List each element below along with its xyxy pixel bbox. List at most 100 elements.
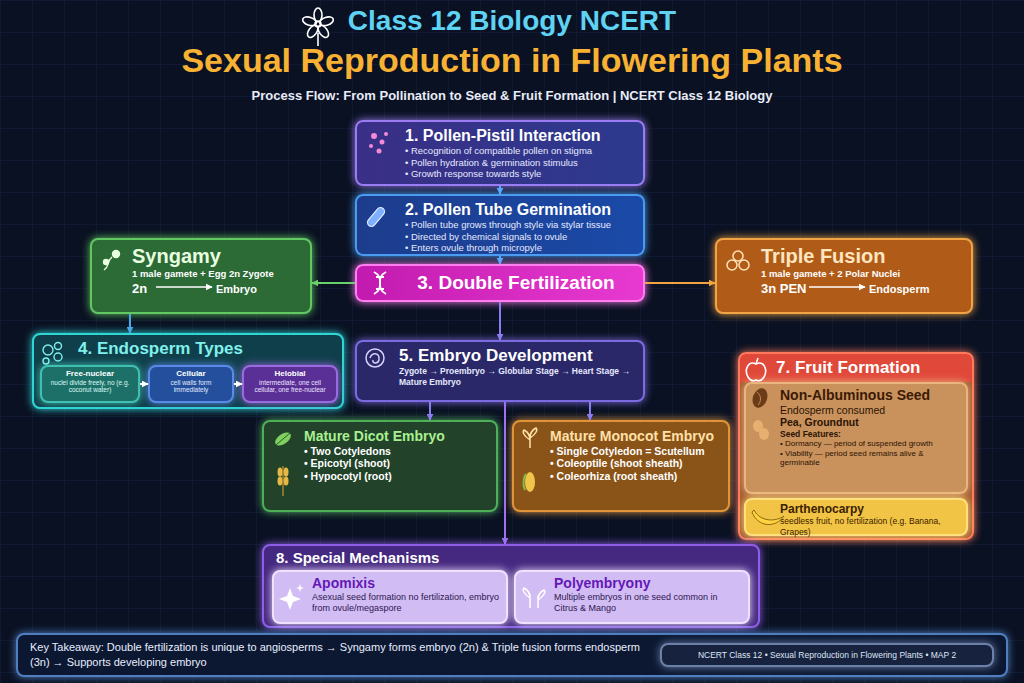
subtitle: Process Flow: From Pollination to Seed &… — [0, 88, 1024, 104]
box-text: Seed Features: — [780, 429, 960, 439]
box-text: • Recognition of compatible pollen on st… — [405, 145, 635, 156]
box-text: Pea, Groundnut — [780, 416, 960, 429]
box-text: 1 male gamete + Egg 2n Zygote — [132, 268, 304, 279]
decor-shape — [374, 272, 386, 294]
decor-shape — [273, 430, 293, 449]
box-heading: 3. Double Fertilization — [397, 266, 635, 300]
decor-shape — [523, 474, 526, 490]
triple-fusion-box: Triple Fusion1 male gamete + 2 Polar Nuc… — [715, 238, 973, 314]
bubble-icon — [43, 343, 62, 365]
flow-arrow — [645, 282, 715, 284]
wheat-icon — [278, 466, 289, 496]
flow-arrow — [504, 402, 506, 544]
decor-shape — [733, 251, 743, 261]
decor-shape — [370, 354, 379, 363]
decor-shape — [284, 468, 289, 477]
flow-arrow — [589, 402, 591, 420]
box-text: Zygote → Proembryo → Globular Stage → He… — [399, 366, 635, 386]
seed-panel: Non-Albuminous SeedEndosperm consumedPea… — [744, 382, 968, 494]
box-text: 1 male gamete + 2 Polar Nuclei — [761, 268, 965, 279]
seedling-icon — [523, 588, 545, 608]
decor-shape — [371, 133, 377, 139]
type-pill: Free-nuclearnuclei divide freely, no (e.… — [40, 365, 140, 403]
embryo-box: Mature Monocot Embryo• Single Cotyledon … — [512, 420, 730, 512]
box-text: • Growth response towards style — [405, 168, 635, 179]
embryo-box: Mature Dicot Embryo• Two Cotyledons• Epi… — [262, 420, 498, 512]
box-text: seedless fruit, no fertilization (e.g. B… — [780, 516, 960, 536]
decor-shape — [380, 140, 385, 145]
box-text: Endosperm consumed — [780, 404, 960, 417]
box-text: • Two Cotyledons — [304, 445, 490, 458]
box-heading: Non-Albuminous Seed — [780, 387, 960, 404]
decor-shape — [54, 353, 62, 361]
box-heading: 7. Fruit Formation — [776, 358, 966, 378]
dna-icon — [374, 272, 386, 294]
box-heading: Mature Monocot Embryo — [550, 428, 722, 445]
group-box: 8. Special MechanismsApomixisAsexual see… — [262, 544, 760, 628]
box-heading: Key Takeaway: Double fertilization is un… — [30, 640, 640, 670]
apple-icon — [746, 358, 765, 381]
triple-circle-icon — [727, 251, 749, 270]
sprout-icon — [523, 428, 537, 448]
process-box: 1. Pollen-Pistil Interaction• Recognitio… — [355, 120, 645, 186]
mechanism-panel: ApomixisAsexual seed formation no fertil… — [272, 570, 508, 624]
decor-shape — [374, 272, 386, 294]
decor-shape — [319, 15, 335, 27]
banana-icon — [752, 510, 784, 525]
group-box: 4. Endosperm TypesFree-nuclearnuclei div… — [32, 333, 344, 409]
box-heading: Cellular — [154, 369, 228, 379]
decor-shape — [314, 8, 322, 22]
decor-shape — [746, 363, 765, 381]
box-heading: NCERT Class 12 • Sexual Reproduction in … — [666, 645, 988, 665]
box-text: • Viability — period seed remains alive … — [780, 449, 960, 468]
note-panel: Parthenocarpyseedless fruit, no fertiliz… — [744, 498, 968, 536]
box-heading: Parthenocarpy — [780, 502, 960, 516]
diagram-title: Sexual Reproduction in Flowering Plants — [0, 40, 1024, 81]
box-text: • Enters ovule through micropyle — [405, 242, 635, 253]
box-text: • Single Cotyledon = Scutellum — [550, 445, 722, 458]
box-text: Asexual seed formation no fertilization,… — [312, 592, 500, 614]
box-heading: Syngamy — [132, 244, 304, 268]
box-text: 2n — [132, 281, 154, 297]
box-heading: Mature Dicot Embryo — [304, 428, 490, 445]
box-heading: Triple Fusion — [761, 244, 965, 268]
decor-shape — [377, 149, 382, 154]
decor-shape — [523, 588, 545, 608]
box-text: Embryo — [216, 283, 257, 296]
decor-shape — [316, 23, 331, 39]
decor-shape — [305, 23, 320, 39]
decor-shape — [278, 477, 283, 486]
sparkle-icon — [279, 584, 304, 610]
flow-arrow — [129, 314, 131, 333]
box-text: intermediate, one cell cellular, one fre… — [248, 379, 332, 395]
group-box: 7. Fruit FormationNon-Albuminous SeedEnd… — [738, 352, 974, 540]
decor-shape — [727, 260, 737, 270]
sperm-icon — [104, 251, 120, 271]
flow-arrow — [499, 302, 501, 340]
box-text: • Dormancy — period of suspended growth — [780, 439, 960, 449]
decor-shape — [43, 358, 49, 364]
decor-shape — [369, 144, 373, 148]
decor-shape — [276, 433, 290, 445]
process-box: 5. Embryo DevelopmentZygote → Proembryo … — [355, 340, 645, 402]
box-text: • Coleoptile (shoot sheath) — [550, 457, 722, 470]
box-heading: 8. Special Mechanisms — [276, 549, 746, 567]
box-heading: Helobial — [248, 369, 332, 379]
flow-arrow — [429, 402, 431, 420]
decor-shape — [753, 420, 763, 432]
takeaway-box: Key Takeaway: Double fertilization is un… — [16, 633, 1008, 677]
box-heading: Apomixis — [312, 575, 500, 592]
decor-shape — [315, 21, 321, 27]
box-text: • Pollen tube grows through style via st… — [405, 219, 635, 230]
seed-icon — [750, 386, 770, 410]
decor-shape — [278, 468, 283, 477]
flow-arrow — [234, 383, 242, 385]
footer-tag: NCERT Class 12 • Sexual Reproduction in … — [660, 643, 994, 667]
box-text: • Pollen hydration & germination stimulu… — [405, 157, 635, 168]
decor-shape — [752, 510, 784, 525]
flow-arrow — [140, 383, 148, 385]
decor-shape — [104, 260, 109, 265]
box-heading: 5. Embryo Development — [399, 346, 635, 366]
